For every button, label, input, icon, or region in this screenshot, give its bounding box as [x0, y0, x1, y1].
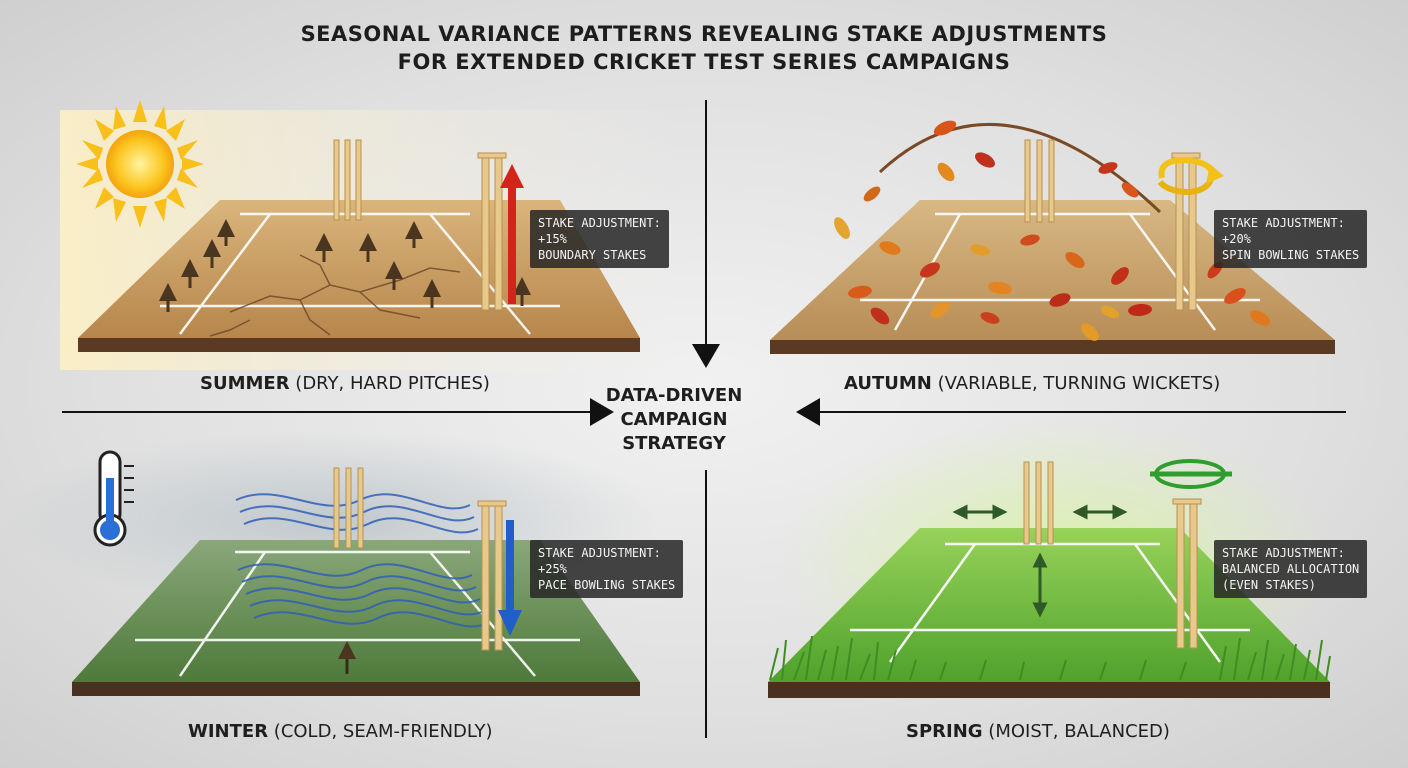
summer-condition: (DRY, HARD PITCHES)	[295, 373, 490, 394]
spring-stake-target: (EVEN STAKES)	[1222, 578, 1316, 592]
summer-stake-box: STAKE ADJUSTMENT: +15% BOUNDARY STAKES	[530, 210, 669, 268]
center-line3: STRATEGY	[622, 433, 726, 454]
autumn-name: AUTUMN	[844, 373, 932, 394]
spring-stake-heading: STAKE ADJUSTMENT:	[1222, 546, 1345, 560]
arrow-left-icon	[796, 398, 820, 426]
summer-stake-heading: STAKE ADJUSTMENT:	[538, 216, 661, 230]
spring-stake-box: STAKE ADJUSTMENT: BALANCED ALLOCATION (E…	[1214, 540, 1368, 598]
autumn-stake-arrow	[1157, 156, 1224, 196]
diagram-title-line2: FOR EXTENDED CRICKET TEST SERIES CAMPAIG…	[397, 50, 1011, 74]
autumn-stake-value: +20%	[1222, 232, 1251, 246]
center-strategy-label: DATA-DRIVEN CAMPAIGN STRATEGY	[584, 384, 764, 456]
winter-label: WINTER (COLD, SEAM-FRIENDLY)	[188, 721, 493, 742]
summer-stake-target: BOUNDARY STAKES	[538, 248, 647, 262]
summer-stake-arrow	[500, 164, 524, 304]
winter-panel	[0, 430, 660, 696]
diagram-title-line1: SEASONAL VARIANCE PATTERNS REVEALING STA…	[300, 22, 1108, 46]
winter-condition: (COLD, SEAM-FRIENDLY)	[273, 721, 493, 742]
summer-stake-value: +15%	[538, 232, 567, 246]
spring-panel	[768, 420, 1340, 700]
spring-name: SPRING	[906, 721, 983, 742]
center-connectors	[62, 100, 1346, 738]
winter-stake-box: STAKE ADJUSTMENT: +25% PACE BOWLING STAK…	[530, 540, 684, 598]
autumn-panel	[770, 120, 1335, 354]
winter-stake-heading: STAKE ADJUSTMENT:	[538, 546, 661, 560]
autumn-stake-heading: STAKE ADJUSTMENT:	[1222, 216, 1345, 230]
winter-name: WINTER	[188, 721, 269, 742]
winter-stake-value: +25%	[538, 562, 567, 576]
winter-stake-target: PACE BOWLING STAKES	[538, 578, 676, 592]
spring-condition: (MOIST, BALANCED)	[988, 721, 1170, 742]
spring-label: SPRING (MOIST, BALANCED)	[906, 721, 1170, 742]
thermometer-icon	[93, 450, 134, 547]
summer-name: SUMMER	[200, 373, 290, 394]
falling-leaves-icon	[834, 120, 1270, 341]
center-line2: CAMPAIGN	[620, 409, 728, 430]
autumn-condition: (VARIABLE, TURNING WICKETS)	[937, 373, 1221, 394]
balance-ring-icon	[1150, 459, 1232, 489]
arrow-right-icon	[590, 398, 614, 426]
sun-icon	[76, 100, 204, 228]
autumn-stake-target: SPIN BOWLING STAKES	[1222, 248, 1360, 262]
autumn-stake-box: STAKE ADJUSTMENT: +20% SPIN BOWLING STAK…	[1214, 210, 1368, 268]
summer-label: SUMMER (DRY, HARD PITCHES)	[200, 373, 490, 394]
arrow-down-icon	[692, 344, 720, 368]
spring-stake-value: BALANCED ALLOCATION	[1222, 562, 1360, 576]
winter-stake-arrow	[498, 520, 522, 636]
center-line1: DATA-DRIVEN	[605, 385, 743, 406]
autumn-label: AUTUMN (VARIABLE, TURNING WICKETS)	[844, 373, 1220, 394]
